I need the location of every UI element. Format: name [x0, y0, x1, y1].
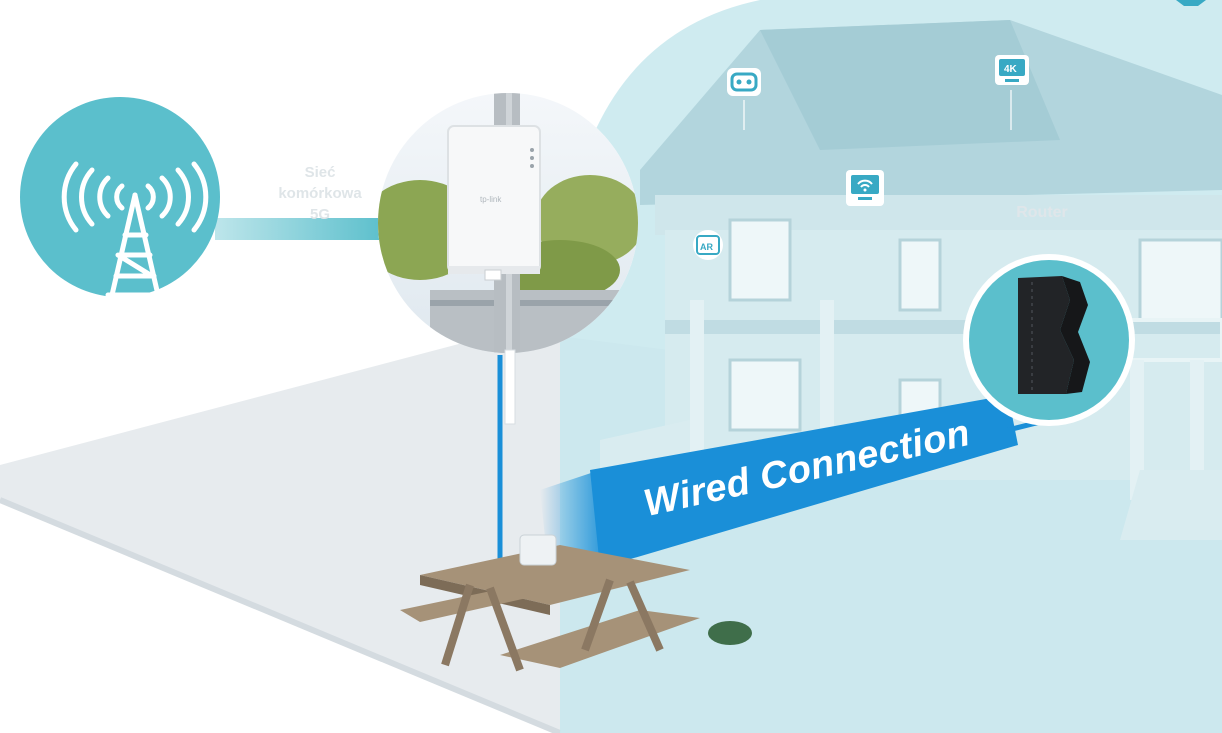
- device-icon: [1176, 0, 1206, 6]
- picnic-table: [400, 534, 752, 672]
- outdoor-cpe-photo: tp-link: [378, 93, 638, 353]
- 4k-tv-icon: 4K: [995, 55, 1029, 130]
- router-photo: [963, 254, 1135, 426]
- cellular-network-label: Sieć komórkowa 5G: [278, 164, 362, 223]
- wifi-monitor-icon: [846, 170, 884, 206]
- svg-text:tp-link: tp-link: [480, 195, 502, 204]
- cell-tower-icon: [61, 161, 209, 298]
- ar-icon: AR: [693, 230, 723, 260]
- router-label: Router: [1016, 204, 1068, 221]
- svg-text:AR: AR: [700, 242, 713, 252]
- cell-tower-badge: [20, 97, 220, 298]
- wired-connection-ribbon: [590, 395, 1018, 568]
- svg-text:4K: 4K: [1004, 64, 1018, 75]
- router-device: [1018, 276, 1090, 394]
- network-link-bar: [215, 218, 385, 240]
- vr-headset-icon: [727, 68, 761, 130]
